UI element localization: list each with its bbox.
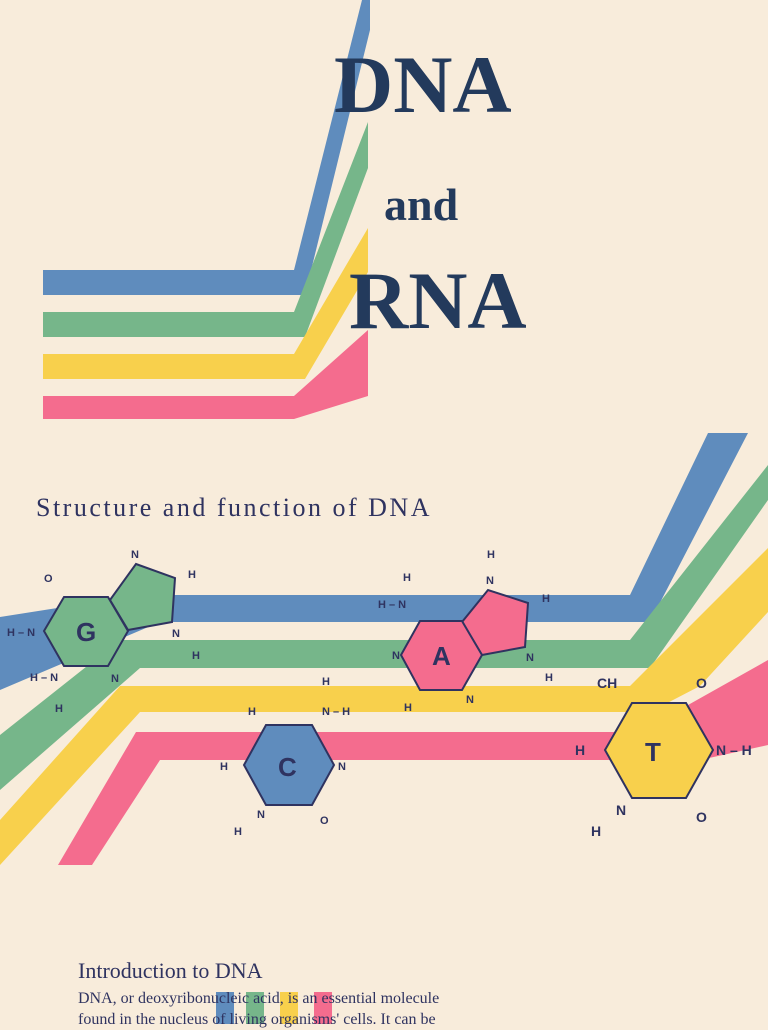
thymine-atom-nh: N – H	[716, 742, 752, 758]
guanine-atom-h3: H	[55, 703, 63, 715]
adenine-atom-hn: H – N	[378, 599, 406, 611]
cytosine-atom-nh: N – H	[322, 706, 350, 718]
intro-body-line-2: found in the nucleus of living organisms…	[78, 1011, 436, 1028]
title-dna: DNA	[334, 39, 512, 130]
guanine-atom-h1: H	[188, 569, 196, 581]
guanine-atom-hn2: H – N	[30, 672, 58, 684]
cytosine-atom-n1: N	[338, 761, 346, 773]
adenine-atom-n1: N	[486, 575, 494, 587]
guanine-atom-hn: H – N	[7, 627, 35, 639]
adenine-atom-h1: H	[487, 549, 495, 561]
cytosine-atom-h4: H	[234, 826, 242, 838]
intro-stripe-decoration	[216, 992, 332, 1024]
intro-heading: Introduction to DNA	[78, 958, 263, 983]
intro-stripe-pink	[314, 992, 332, 1024]
adenine-atom-h5: H	[404, 702, 412, 714]
adenine-atom-n4: N	[466, 694, 474, 706]
adenine-atom-h4: H	[545, 672, 553, 684]
guanine-atom-n3: N	[111, 673, 119, 685]
intro-stripe-green	[246, 992, 264, 1024]
guanine-atom-o: O	[44, 573, 53, 585]
thymine-atom-h2: H	[591, 823, 601, 839]
cytosine-hexagon	[242, 724, 336, 806]
cytosine-atom-h1: H	[322, 676, 330, 688]
guanine-letter: G	[76, 617, 96, 647]
cytosine-molecule: C H N – H H H N N H O	[220, 676, 350, 838]
guanine-molecule: G N H O H – N N H N H – N H	[7, 549, 200, 715]
adenine-atom-h2: H	[403, 572, 411, 584]
thymine-atom-o1: O	[696, 675, 707, 691]
thymine-letter: T	[645, 737, 661, 767]
top-stripe-pink	[43, 330, 368, 419]
cytosine-atom-h2: H	[248, 706, 256, 718]
cytosine-atom-o: O	[320, 815, 329, 827]
guanine-atom-n2: N	[172, 628, 180, 640]
adenine-hexagon	[399, 620, 484, 691]
thymine-atom-n: N	[616, 802, 626, 818]
thymine-atom-o2: O	[696, 809, 707, 825]
adenine-atom-n2: N	[392, 650, 400, 662]
top-stripe-green	[43, 122, 368, 337]
intro-body-line-1: DNA, or deoxyribonucleic acid, is an ess…	[78, 990, 440, 1007]
intro-stripe-blue	[216, 992, 234, 1024]
title-and: and	[384, 179, 459, 230]
guanine-hexagon	[42, 596, 130, 667]
title-rna: RNA	[349, 255, 527, 346]
adenine-atom-n3: N	[526, 652, 534, 664]
adenine-atom-h3: H	[542, 593, 550, 605]
adenine-molecule: A H N H H – N H N N H H N	[378, 549, 553, 714]
thymine-atom-h1: H	[575, 742, 585, 758]
cytosine-atom-n2: N	[257, 809, 265, 821]
thymine-atom-ch: CH	[597, 675, 617, 691]
cytosine-letter: C	[278, 752, 297, 782]
adenine-letter: A	[432, 641, 451, 671]
mid-stripe-yellow	[0, 548, 768, 865]
guanine-atom-h2: H	[192, 650, 200, 662]
guanine-atom-n1: N	[131, 549, 139, 561]
subtitle: Structure and function of DNA	[36, 493, 432, 522]
top-stripe-yellow	[43, 228, 368, 379]
intro-stripe-yellow	[280, 992, 298, 1024]
cytosine-atom-h3: H	[220, 761, 228, 773]
thymine-molecule: T CH O H N – H N H O	[575, 675, 752, 839]
thymine-hexagon	[603, 702, 715, 799]
